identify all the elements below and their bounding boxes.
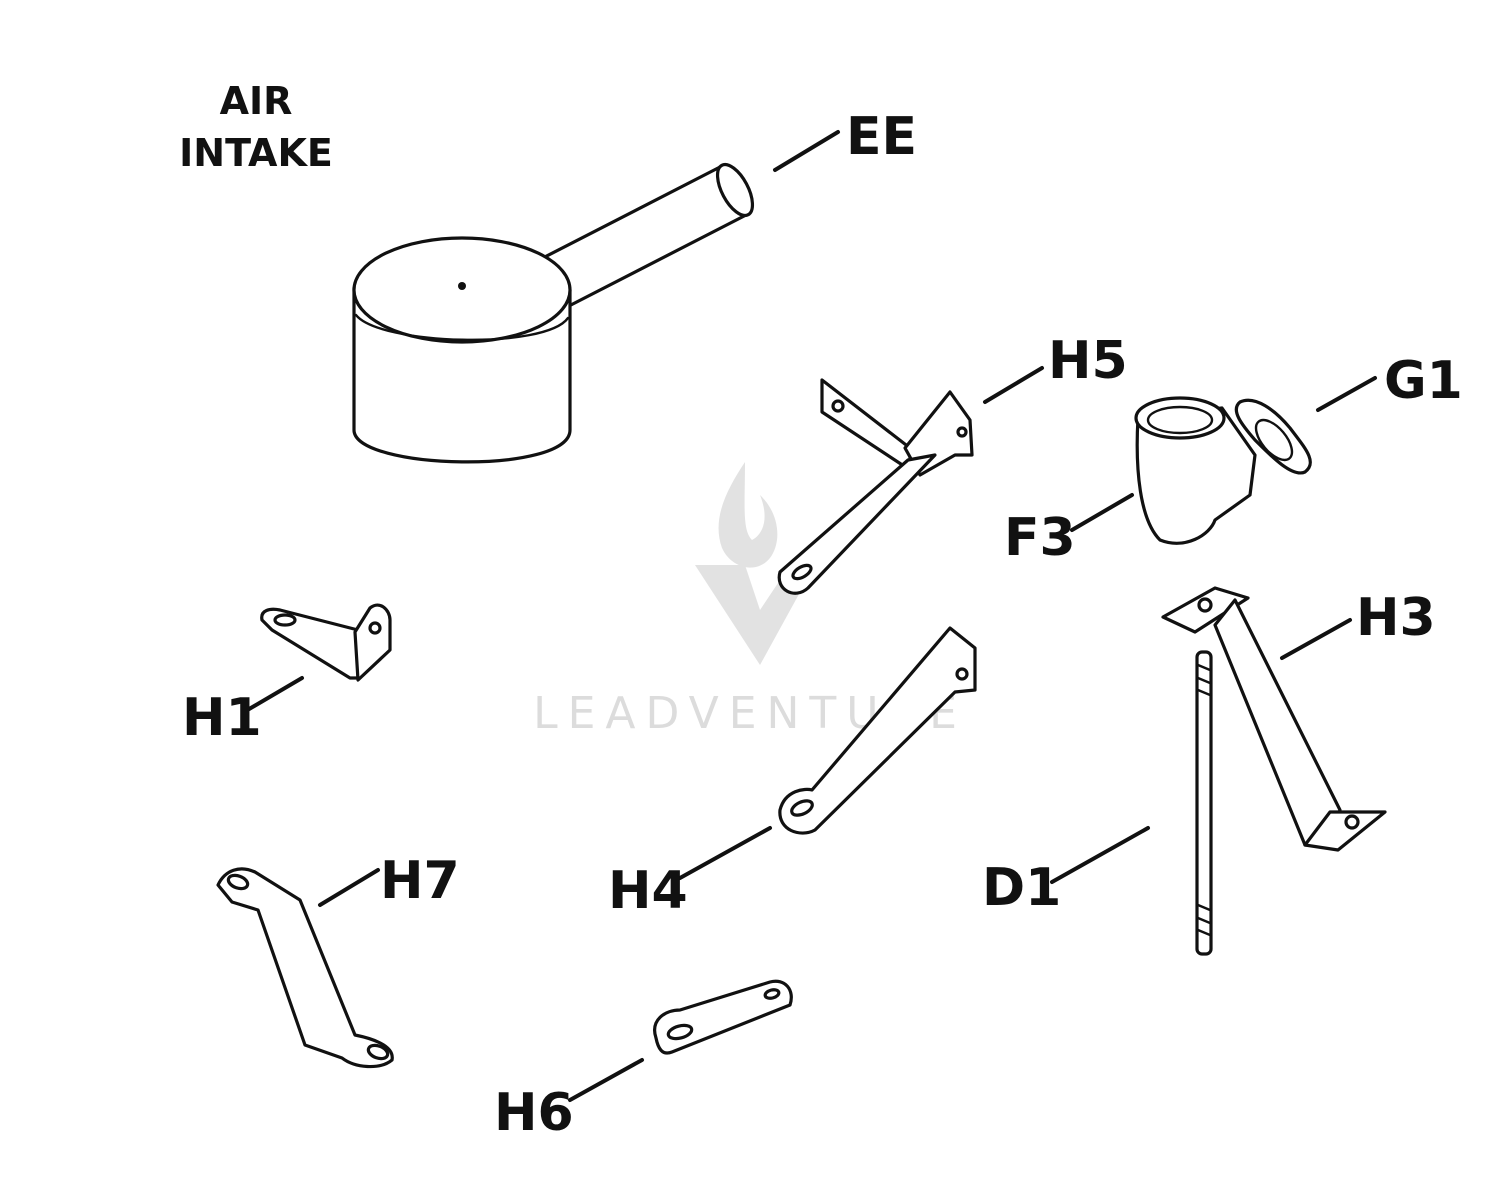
callout-h1: H1: [182, 688, 262, 748]
part-h4-bracket: [778, 626, 977, 835]
callout-g1: G1: [1384, 351, 1463, 411]
watermark-flame-icon: [718, 462, 778, 568]
callout-h6: H6: [494, 1083, 574, 1143]
callout-h4: H4: [608, 861, 688, 921]
callout-d1: D1: [982, 858, 1061, 918]
callout-ee: EE: [846, 107, 917, 167]
part-h6-strap: [653, 979, 793, 1055]
part-g1-gasket: [1234, 398, 1312, 475]
part-h7-bracket: [216, 867, 394, 1069]
callout-h5: H5: [1048, 331, 1128, 391]
leader-h7: [318, 868, 380, 907]
part-f3-elbow: [1134, 396, 1257, 545]
leader-h6: [568, 1058, 644, 1102]
callout-h3: H3: [1356, 588, 1436, 648]
part-h3-bracket: [1161, 586, 1387, 852]
leader-h1: [242, 676, 304, 714]
leader-g1: [1316, 376, 1377, 412]
leader-f3: [1070, 493, 1134, 532]
diagram-title-line-2: INTAKE: [179, 131, 333, 175]
leader-d1: [1050, 826, 1150, 884]
leader-h5: [983, 366, 1044, 404]
leader-h3: [1280, 618, 1352, 660]
diagram-title-line-1: AIR: [220, 79, 293, 123]
leader-h4: [678, 826, 772, 880]
leader-ee: [773, 130, 840, 172]
part-h5-bracket: [777, 378, 974, 595]
part-d1-stud: [1195, 650, 1213, 956]
callout-h7: H7: [380, 851, 460, 911]
callout-f3: F3: [1004, 508, 1076, 568]
part-ee-air-cleaner: [352, 162, 755, 464]
part-h1-bracket: [260, 603, 392, 682]
